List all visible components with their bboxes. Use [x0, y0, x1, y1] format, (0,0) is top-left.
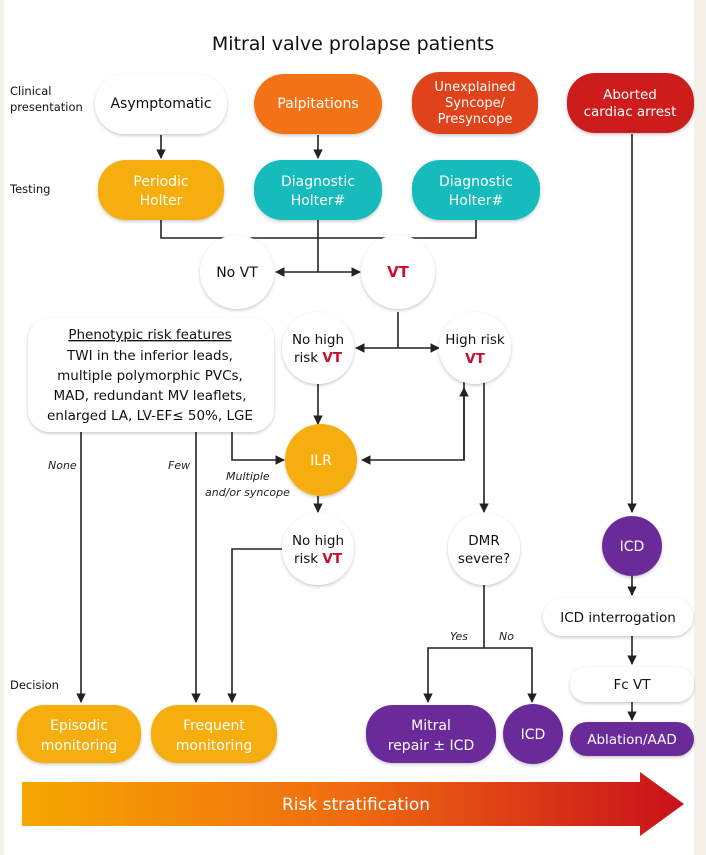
- node-high-risk-vt[interactable]: High risk VT: [439, 312, 511, 384]
- node-vt[interactable]: VT: [361, 235, 435, 309]
- edge-label-few: Few: [168, 459, 190, 472]
- phenotypic-line-1: TWI in the inferior leads,: [66, 348, 233, 364]
- svg-text:Periodic: Periodic: [133, 174, 188, 190]
- svg-text:Palpitations: Palpitations: [277, 96, 358, 112]
- arrow-yes-to-mitral-repair: [423, 647, 484, 703]
- node-aborted-cardiac-arrest[interactable]: Aborted cardiac arrest: [567, 73, 694, 133]
- node-icd-interrogation[interactable]: ICD interrogation: [543, 598, 693, 636]
- svg-text:Asymptomatic: Asymptomatic: [110, 96, 211, 112]
- svg-text:Holter#: Holter#: [291, 193, 346, 209]
- node-episodic-monitoring[interactable]: Episodic monitoring: [17, 705, 141, 763]
- svg-text:ICD interrogation: ICD interrogation: [560, 610, 676, 626]
- svg-text:Syncope/: Syncope/: [445, 96, 506, 111]
- node-no-vt[interactable]: No VT: [200, 235, 274, 309]
- svg-text:Presyncope: Presyncope: [438, 112, 513, 127]
- svg-text:ICD: ICD: [620, 539, 645, 555]
- arrow-multiple-to-ilr: [231, 432, 285, 465]
- svg-text:Mitral: Mitral: [411, 718, 451, 734]
- svg-text:Holter#: Holter#: [449, 193, 504, 209]
- svg-text:Holter: Holter: [140, 193, 183, 209]
- row-labels: Clinical presentation Testing Decision: [9, 84, 83, 692]
- svg-text:VT: VT: [465, 351, 485, 367]
- svg-text:risk VT: risk VT: [294, 350, 343, 366]
- phenotypic-line-3: MAD, redundant MV leaflets,: [53, 388, 246, 404]
- svg-text:No high: No high: [292, 533, 344, 549]
- row-label-testing: Testing: [9, 182, 50, 196]
- node-frequent-monitoring[interactable]: Frequent monitoring: [151, 705, 277, 763]
- edge-label-no: No: [499, 630, 514, 643]
- node-asymptomatic[interactable]: Asymptomatic: [95, 74, 227, 134]
- svg-text:No high: No high: [292, 332, 344, 348]
- svg-text:Episodic: Episodic: [50, 718, 108, 734]
- svg-text:risk VT: risk VT: [294, 551, 343, 567]
- risk-stratification-arrow: Risk stratification: [22, 772, 684, 836]
- svg-text:monitoring: monitoring: [41, 738, 117, 754]
- node-no-high-risk-vt-2[interactable]: No high risk VT: [282, 513, 354, 585]
- phenotypic-line-2: multiple polymorphic PVCs,: [57, 368, 243, 384]
- svg-text:Diagnostic: Diagnostic: [281, 174, 355, 190]
- arrow-no-high-risk-to-frequent: [227, 548, 282, 703]
- risk-stratification-label: Risk stratification: [282, 795, 430, 815]
- svg-text:VT: VT: [387, 263, 410, 281]
- svg-text:cardiac arrest: cardiac arrest: [584, 104, 677, 120]
- node-ablation-aad[interactable]: Ablation/AAD: [570, 722, 694, 756]
- svg-text:Diagnostic: Diagnostic: [439, 174, 513, 190]
- node-diagnostic-holter-2[interactable]: Diagnostic Holter#: [412, 160, 540, 220]
- edge-label-none: None: [48, 459, 77, 472]
- svg-text:ILR: ILR: [310, 453, 332, 469]
- row-label-decision: Decision: [10, 678, 59, 692]
- row-label-clinical-1: Clinical: [10, 84, 51, 98]
- node-fc-vt[interactable]: Fc VT: [570, 667, 694, 702]
- edge-label-yes: Yes: [450, 630, 468, 643]
- node-no-high-risk-vt-1[interactable]: No high risk VT: [282, 312, 354, 384]
- edge-labels: None Few Multiple and/or syncope Yes No: [48, 459, 514, 643]
- node-mitral-repair-icd[interactable]: Mitral repair ± ICD: [366, 705, 496, 763]
- svg-text:repair ± ICD: repair ± ICD: [388, 738, 475, 754]
- node-dmr-severe[interactable]: DMR severe?: [448, 513, 520, 585]
- edge-label-multiple-2: and/or syncope: [205, 486, 290, 499]
- svg-text:DMR: DMR: [468, 533, 499, 549]
- svg-text:ICD: ICD: [521, 727, 546, 743]
- svg-text:High risk: High risk: [445, 332, 505, 348]
- node-ilr[interactable]: ILR: [285, 424, 357, 496]
- svg-text:Aborted: Aborted: [603, 87, 657, 103]
- svg-text:severe?: severe?: [458, 551, 510, 567]
- phenotypic-risk-box: Phenotypic risk features TWI in the infe…: [28, 318, 274, 432]
- node-icd-bottom[interactable]: ICD: [503, 704, 563, 764]
- svg-text:Ablation/AAD: Ablation/AAD: [587, 732, 676, 748]
- row-label-clinical-2: presentation: [10, 100, 83, 114]
- svg-text:Unexplained: Unexplained: [434, 80, 515, 95]
- svg-text:monitoring: monitoring: [176, 738, 252, 754]
- phenotypic-heading: Phenotypic risk features: [68, 327, 231, 343]
- diagram-title: Mitral valve prolapse patients: [212, 33, 494, 55]
- arrow-no-to-icd: [484, 647, 537, 703]
- node-syncope[interactable]: Unexplained Syncope/ Presyncope: [412, 72, 538, 134]
- node-palpitations[interactable]: Palpitations: [254, 74, 382, 134]
- node-periodic-holter[interactable]: Periodic Holter: [98, 160, 224, 220]
- node-diagnostic-holter-1[interactable]: Diagnostic Holter#: [254, 160, 382, 220]
- svg-text:No VT: No VT: [216, 265, 258, 281]
- phenotypic-line-4: enlarged LA, LV-EF≤ 50%, LGE: [47, 408, 253, 424]
- svg-text:Frequent: Frequent: [183, 718, 245, 734]
- node-icd-top[interactable]: ICD: [602, 516, 662, 576]
- svg-text:Fc VT: Fc VT: [614, 677, 652, 693]
- connectors: [76, 134, 637, 721]
- edge-label-multiple-1: Multiple: [226, 470, 270, 483]
